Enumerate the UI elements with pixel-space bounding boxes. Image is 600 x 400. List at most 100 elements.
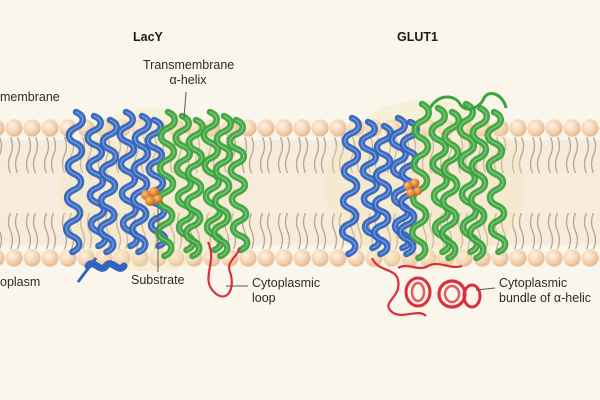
lipid-head [239, 249, 257, 267]
cyto-bundle-label: Cytoplasmic bundle of α-helic [499, 276, 591, 306]
lipid-tail [277, 136, 284, 174]
lacy-cytoplasmic-loop [206, 241, 242, 298]
lacy-title: LacY [133, 30, 163, 44]
lipid-head [329, 119, 347, 137]
lipid-tail [61, 136, 68, 174]
lipid-tail [43, 136, 50, 174]
cyto-loop-label-line1: Cytoplasmic [252, 276, 321, 290]
helix-highlight [411, 103, 430, 259]
lipid-tail [25, 136, 32, 174]
lipid-tail [284, 136, 291, 174]
membrane-label: membrane [0, 90, 60, 104]
lipid-head [41, 249, 59, 267]
alpha-helix [408, 100, 432, 262]
glut1-cytoplasmic-bundle [370, 257, 482, 317]
lipid-tail [284, 212, 291, 250]
lipid-tail [248, 136, 255, 174]
lipid-tail [14, 136, 21, 174]
lipid-head [527, 249, 545, 267]
cyto-loop-label: Cytoplasmic loop [252, 276, 320, 306]
helix-highlight [131, 115, 150, 253]
lipid-tail [320, 136, 327, 174]
lipid-head [5, 249, 23, 267]
lipid-tail [518, 136, 525, 174]
helix-highlight [459, 103, 478, 253]
helix-highlight [361, 121, 380, 249]
glut1-protein [325, 92, 525, 317]
lipid-tail [248, 212, 255, 250]
helix-highlight [373, 125, 392, 255]
lipid-tail [367, 136, 374, 174]
helix-highlight [487, 111, 506, 253]
lipid-head [545, 119, 563, 137]
lipid-head [563, 249, 581, 267]
lipid-tail [511, 212, 518, 250]
alpha-helix [484, 108, 509, 256]
helix-highlight [213, 115, 232, 257]
lipid-tail [7, 136, 14, 174]
alpha-helix [172, 112, 197, 254]
alpha-helix [397, 118, 420, 258]
alpha-helix [438, 108, 462, 262]
lipid-tail [572, 136, 579, 174]
lipid-head [563, 119, 581, 137]
lipid-head [275, 249, 293, 267]
lipid-tail [518, 212, 525, 250]
lipid-tail [0, 213, 3, 250]
lipid-head [41, 119, 59, 137]
lipid-tail [583, 136, 590, 174]
lipid-tail [349, 136, 356, 174]
lipid-tail [313, 136, 320, 174]
glut1-title: GLUT1 [397, 30, 438, 44]
helix-highlight [229, 119, 248, 251]
lipid-tail [428, 136, 435, 174]
lipid-tail [25, 212, 32, 250]
alpha-helix [128, 112, 152, 256]
lipid-head [311, 249, 329, 267]
tm-helix-label-line1: Transmembrane [143, 58, 235, 72]
lipid-head [0, 250, 5, 266]
helix-highlight [203, 111, 222, 251]
glut1-extracellular-loop [428, 92, 508, 111]
lipid-tail [266, 136, 273, 174]
alpha-helix [200, 108, 225, 254]
lipid-tail [68, 212, 75, 250]
alpha-helix [182, 116, 206, 260]
lipid-tail [32, 212, 39, 250]
helix-highlight [431, 107, 450, 253]
lipid-tail [259, 212, 266, 250]
cyto-bundle-label-line1: Cytoplasmic [499, 276, 568, 290]
lipid-tail [320, 212, 327, 250]
lipid-tail [331, 212, 338, 250]
lipid-head [275, 119, 293, 137]
lipid-tail [259, 136, 266, 174]
alpha-helix [456, 100, 481, 256]
lipid-tail [302, 136, 309, 174]
helix-highlight [341, 117, 360, 255]
alpha-helix [358, 118, 383, 252]
cyto-bundle-leader [475, 287, 496, 291]
lipid-head [23, 249, 41, 267]
lacy-n-domain [62, 108, 169, 256]
lipid-head [293, 119, 311, 137]
alpha-helix [62, 108, 86, 256]
alpha-helix [428, 104, 453, 256]
helix-highlight [175, 115, 194, 251]
helix-highlight [185, 119, 204, 257]
lipid-tail [0, 136, 3, 173]
lipid-tail [14, 212, 21, 250]
helix-highlight [147, 119, 166, 247]
helix-highlight [469, 107, 488, 259]
lipid-tail [295, 136, 302, 174]
lipid-tail [151, 136, 158, 174]
lipid-tail [536, 212, 543, 250]
lipid-tail [565, 136, 572, 174]
lipid-tail [50, 212, 57, 250]
lipid-head [257, 119, 275, 137]
lipid-head [293, 249, 311, 267]
alpha-helix [144, 116, 169, 250]
lipid-tail [32, 136, 39, 174]
lipid-tail [590, 136, 597, 174]
lipid-tail [43, 212, 50, 250]
